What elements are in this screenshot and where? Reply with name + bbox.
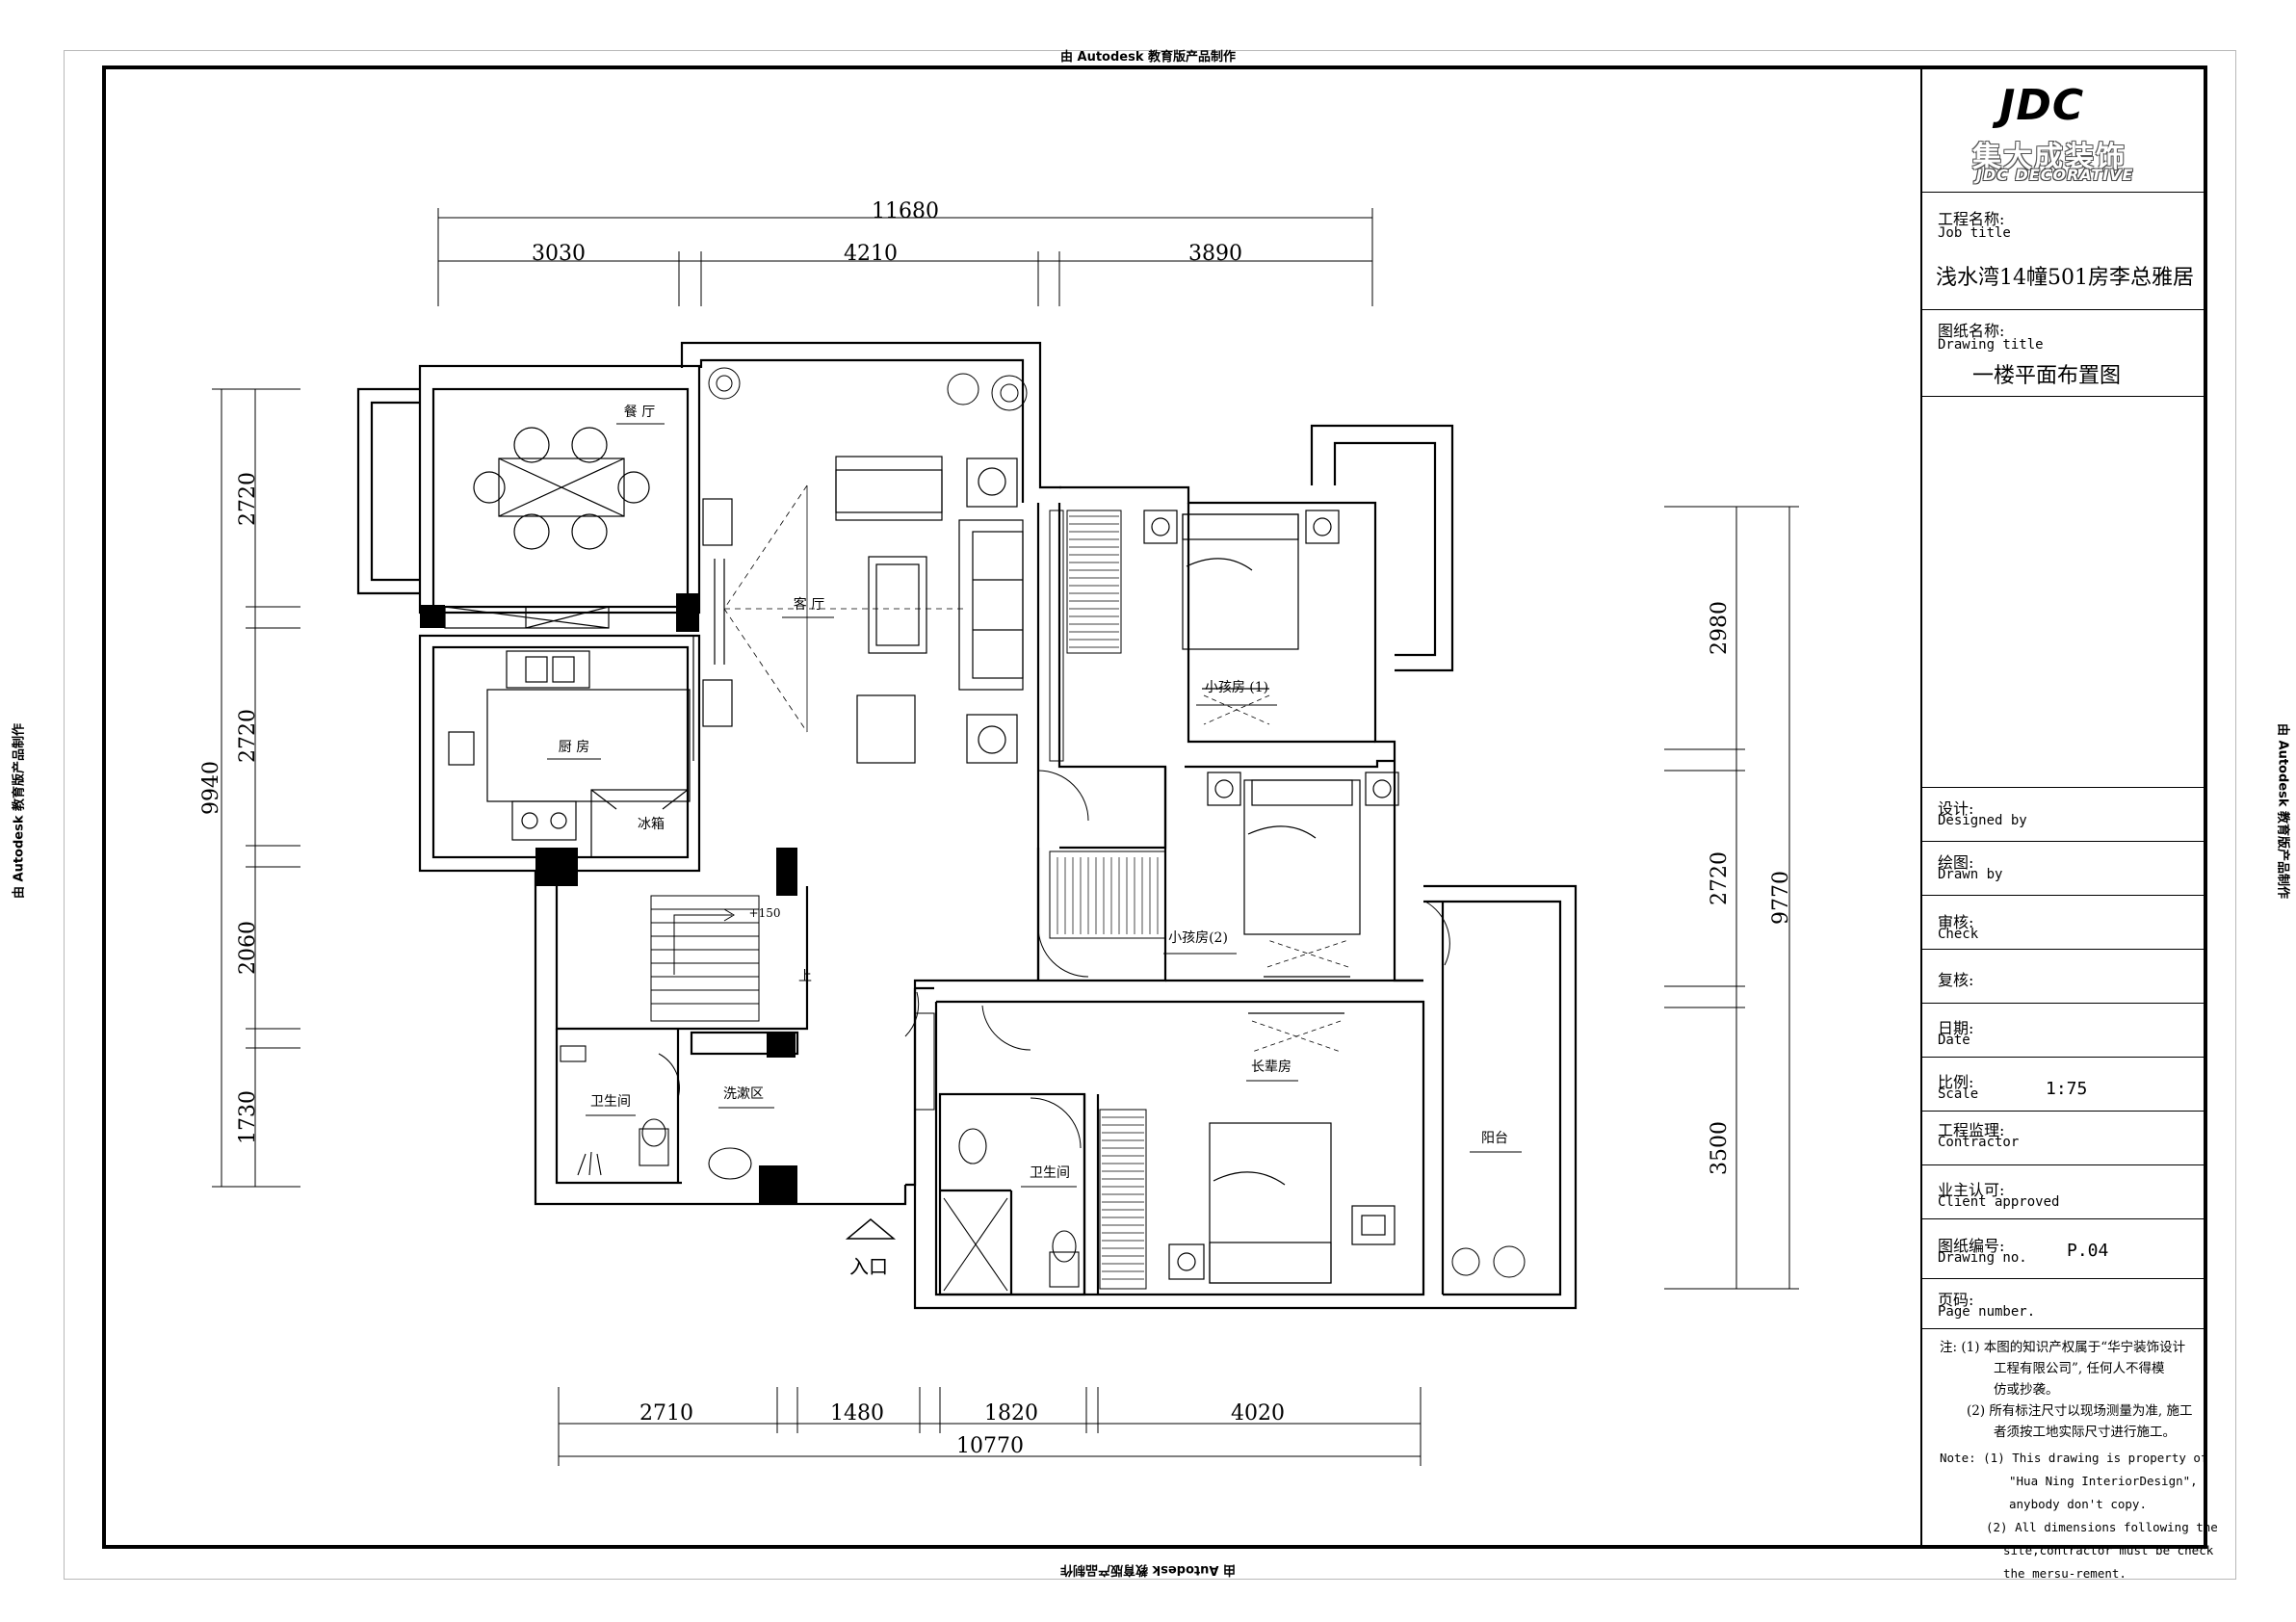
dining-table-set xyxy=(444,427,650,629)
dim-left-part-1: 2720 xyxy=(236,472,260,526)
dim-left-part-3: 2060 xyxy=(236,921,260,975)
bath-fixtures xyxy=(560,1045,1080,1292)
drawing-title-cn: 图纸名称: xyxy=(1938,322,2005,340)
room-wash: 洗漱区 xyxy=(723,1086,764,1102)
tb-drawing-no: 图纸编号: Drawing no. P.04 xyxy=(1922,1219,2205,1279)
dim-top-part-3: 3890 xyxy=(1188,242,1242,266)
dimension-left xyxy=(212,388,300,1188)
columns xyxy=(420,593,797,1204)
tb-drawn-by: 绘图: Drawn by xyxy=(1922,842,2205,896)
job-title-cn: 工程名称: xyxy=(1938,210,2005,228)
dimension-right xyxy=(1664,506,1799,1290)
logo-brand: JDC xyxy=(1999,81,2085,130)
room-bath2: 卫生间 xyxy=(1030,1165,1070,1181)
drawing-no-value: P.04 xyxy=(2067,1241,2109,1261)
tb-page-number: 页码: Page number. xyxy=(1922,1279,2205,1329)
note-cn-3: 仿或抄袭。 xyxy=(1994,1382,2059,1398)
note-cn-5: 者须按工地实际尺寸进行施工。 xyxy=(1994,1425,2176,1440)
tb-check: 审核: Check xyxy=(1922,896,2205,950)
tb-review: 复核: xyxy=(1922,950,2205,1004)
drawing-title-value: 一楼平面布置图 xyxy=(1972,364,2122,388)
dim-bottom-part-2: 1480 xyxy=(830,1401,884,1426)
plants xyxy=(708,367,1526,1278)
kitchen-fittings xyxy=(448,636,694,858)
tb-job-title: 工程名称: Job title 浅水湾14幢501房李总雅居 xyxy=(1922,193,2205,310)
sheet-outer-frame xyxy=(64,50,2236,1580)
dim-top-part-2: 4210 xyxy=(844,242,898,266)
room-fridge: 冰箱 xyxy=(638,817,665,832)
tb-scale: 比例: Scale 1:75 xyxy=(1922,1058,2205,1112)
tb-date: 日期: Date xyxy=(1922,1004,2205,1058)
tb-designed-by: 设计: Designed by xyxy=(1922,788,2205,842)
note-en-6: the mersu-rement. xyxy=(2003,1566,2126,1581)
stair xyxy=(650,895,760,1022)
tb-blank xyxy=(1922,397,2205,788)
dim-left-part-2: 2720 xyxy=(236,709,260,763)
note-cn-2: 工程有限公司”, 任何人不得模 xyxy=(1994,1361,2165,1376)
room-bath1: 卫生间 xyxy=(590,1094,631,1110)
dim-bottom-total: 10770 xyxy=(956,1434,1024,1458)
dim-top-part-1: 3030 xyxy=(532,242,586,266)
stair-level: +150 xyxy=(749,906,781,920)
wardrobe-hatching xyxy=(1057,515,1159,1280)
label-underlines xyxy=(547,423,1522,1188)
room-entrance: 入口 xyxy=(849,1255,888,1278)
dim-right-part-1: 2980 xyxy=(1708,601,1732,655)
note-cn-1: 注: (1) 本图的知识产权属于“华宁装饰设计 xyxy=(1940,1340,2186,1355)
room-child2: 小孩房(2) xyxy=(1168,930,1228,946)
note-en-3: anybody don't copy. xyxy=(2009,1497,2147,1511)
dim-left-part-4: 1730 xyxy=(236,1090,260,1144)
logo-cn: 集大成装饰 xyxy=(1972,141,2126,174)
room-elder: 长辈房 xyxy=(1251,1060,1292,1075)
wardrobes xyxy=(914,510,1166,1290)
room-dining: 餐 厅 xyxy=(624,405,655,420)
dim-right-total: 9770 xyxy=(1769,871,1793,925)
tb-drawing-title: 图纸名称: Drawing title 一楼平面布置图 xyxy=(1922,310,2205,397)
logo-en: JDC DECORATIVE xyxy=(1976,166,2134,184)
tb-client-approved: 业主认可: Client approved xyxy=(1922,1165,2205,1219)
watermark-top: 由 Autodesk 教育版产品制作 xyxy=(1059,50,1237,65)
dimension-bottom xyxy=(558,1387,1422,1466)
scale-value: 1:75 xyxy=(2046,1079,2088,1099)
tb-contractor: 工程监理: Contractor xyxy=(1922,1112,2205,1165)
note-en-1: Note: (1) This drawing is property of xyxy=(1940,1451,2208,1465)
job-title-en: Job title xyxy=(1938,225,2011,241)
beds xyxy=(1143,510,1399,1284)
dim-right-part-2: 2720 xyxy=(1708,851,1732,905)
dim-bottom-part-4: 4020 xyxy=(1231,1401,1285,1426)
entrance-arrow xyxy=(845,1218,897,1240)
note-en-2: "Hua Ning InteriorDesign", xyxy=(2009,1474,2198,1488)
note-en-4: (2) All dimensions following the xyxy=(1986,1520,2218,1534)
job-title-value: 浅水湾14幢501房李总雅居 xyxy=(1936,266,2194,290)
note-en-5: site,contractor must be check xyxy=(2003,1543,2214,1557)
note-cn-4: (2) 所有标注尺寸以现场测量为准, 施工 xyxy=(1967,1403,2193,1419)
stair-up: 上 xyxy=(798,969,812,984)
dim-top-total: 11680 xyxy=(872,199,939,223)
drawing-border xyxy=(102,65,2207,1549)
drawing-title-en: Drawing title xyxy=(1938,337,2044,353)
title-block: JDC 集大成装饰 JDC DECORATIVE 工程名称: Job title… xyxy=(1920,69,2218,1581)
dim-bottom-part-3: 1820 xyxy=(984,1401,1038,1426)
dimension-top xyxy=(437,208,1373,306)
room-living: 客 厅 xyxy=(794,596,824,613)
dim-bottom-part-1: 2710 xyxy=(639,1401,693,1426)
tb-logo-row: JDC 集大成装饰 JDC DECORATIVE xyxy=(1922,69,2205,193)
dim-left-total: 9940 xyxy=(199,761,223,815)
room-kitchen: 厨 房 xyxy=(559,740,589,755)
room-child1: 小孩房 (1) xyxy=(1205,680,1268,695)
doors xyxy=(658,770,1450,1149)
room-balcony: 阳台 xyxy=(1481,1131,1508,1146)
dim-right-part-3: 3500 xyxy=(1708,1121,1732,1175)
living-room-furniture xyxy=(702,456,1024,764)
tb-notes: 注: (1) 本图的知识产权属于“华宁装饰设计 工程有限公司”, 任何人不得模 … xyxy=(1922,1329,2218,1581)
